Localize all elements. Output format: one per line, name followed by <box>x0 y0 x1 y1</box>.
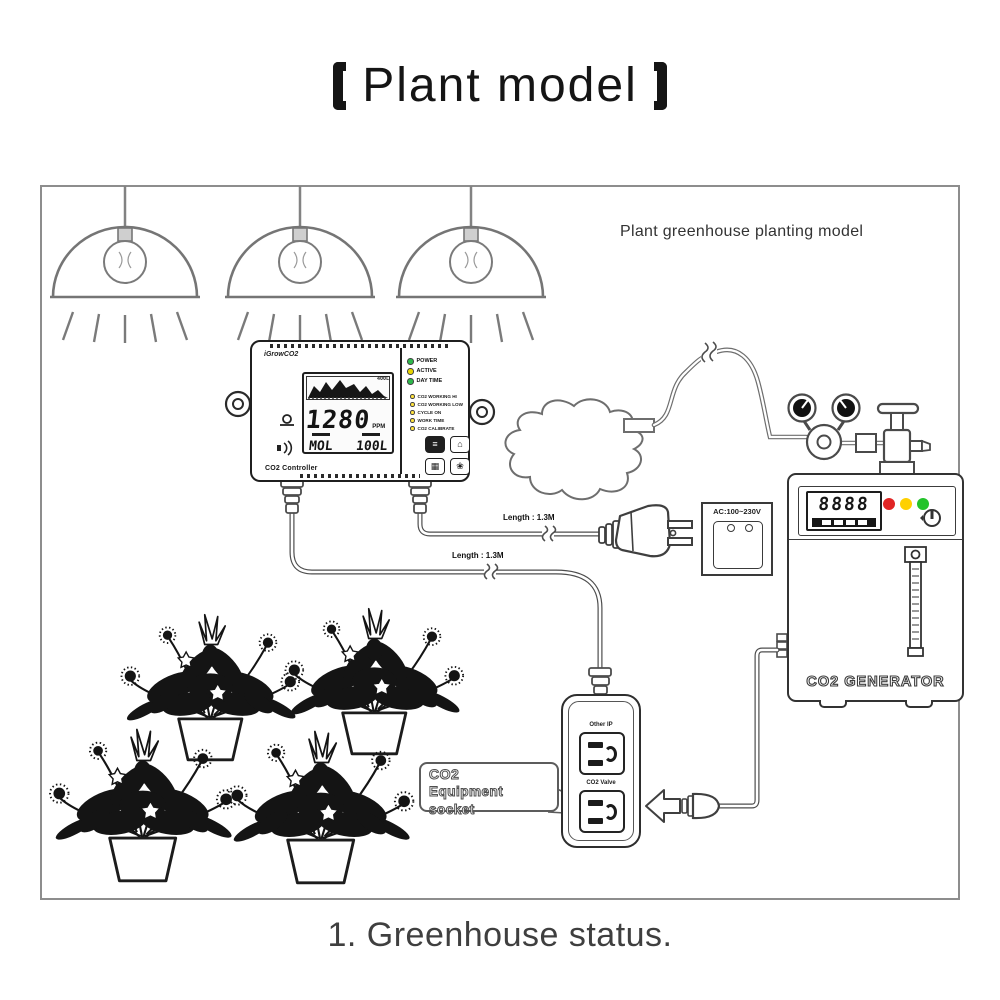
potted-plant-2 <box>284 607 465 756</box>
generator-green-led-icon <box>917 498 929 510</box>
grow-lamp-2 <box>223 184 377 345</box>
generator-foot-right <box>905 700 933 708</box>
controller-name: CO2 Controller <box>265 465 318 472</box>
callout-line1: CO2 <box>429 766 460 783</box>
controller-output-cable <box>289 511 603 675</box>
socket-hole-left <box>727 524 735 532</box>
grow-lamp-1 <box>48 184 202 345</box>
grow-lamp-3 <box>394 184 548 345</box>
cable-length-label-a: Length : 1.3M <box>503 513 555 522</box>
buzzer-icon <box>277 440 293 456</box>
home-button: ⌂ <box>450 436 470 453</box>
generator-control-panel: 8888 <box>798 486 956 536</box>
lcd-ppm-unit: PPM <box>372 424 386 430</box>
socket-hole-right <box>745 524 753 532</box>
generator-name: CO2 GENERATOR <box>806 673 945 690</box>
led-power: POWER <box>407 358 437 365</box>
power-led-icon <box>407 358 414 365</box>
sub-led-icon <box>410 394 415 399</box>
controller-logo: iGrowCO2 <box>264 351 299 358</box>
wall-socket: AC:100~230V <box>701 502 773 576</box>
upper-outlet-label: Other IP <box>589 722 613 728</box>
sub-led-3: CYCLE ON <box>410 410 441 415</box>
outlet-slot <box>588 818 603 824</box>
co2-equipment-socket-callout: CO2 Equipment socket <box>419 762 559 818</box>
controller-vent-bottom <box>300 474 420 478</box>
insert-arrow-icon <box>645 789 681 823</box>
led-daytime: DAY TIME <box>407 378 442 385</box>
cable-grommets <box>280 479 612 695</box>
controller-lcd: 400L 1280 PPM MOL 100L <box>302 372 394 454</box>
page-title: Plant model <box>0 58 1000 115</box>
outlet-slot <box>588 742 603 748</box>
controller-buttons: ≡ ⌂ ▦ ❀ <box>425 436 470 475</box>
daytime-led-icon <box>407 378 414 385</box>
lcd-bottom-right-value: 100L <box>354 439 388 454</box>
cable-length-label-b: Length : 1.3M <box>452 551 504 560</box>
lower-outlet <box>579 790 625 833</box>
sub-led-2: CO2 WORKING LOW <box>410 402 463 407</box>
lower-outlet-label: CO2 Valve <box>586 780 616 786</box>
sub-led-icon <box>410 418 415 423</box>
generator-foot-left <box>819 700 847 708</box>
equipment-plug-icon <box>681 792 721 820</box>
generator-knob-icon <box>920 509 941 527</box>
co2-generator: 8888 CO2 GENERATOR <box>787 473 964 708</box>
sub-led-1: CO2 WORKING HI <box>410 394 457 399</box>
lcd-graph-label: 400L <box>376 376 389 382</box>
generator-red-led-icon <box>883 498 895 510</box>
controller-vent-top <box>270 344 450 348</box>
sub-led-icon <box>410 410 415 415</box>
upper-outlet <box>579 732 625 775</box>
co2-regulator <box>787 393 931 475</box>
flow-meter <box>904 546 927 657</box>
sub-led-5: CO2 CALIBRATE <box>410 426 454 431</box>
active-led-icon <box>407 368 414 375</box>
generator-display-value: 8888 <box>817 494 871 515</box>
mode-button: ▦ <box>425 458 445 475</box>
generator-power-cord <box>715 633 788 809</box>
scene-caption: Plant greenhouse planting model <box>620 223 864 240</box>
outlet-ground-icon <box>604 804 617 820</box>
lcd-co2-graph <box>306 376 390 400</box>
co2-tube <box>651 341 809 440</box>
right-lenticular-bracket-icon <box>653 61 667 110</box>
title-text: Plant model <box>362 59 638 112</box>
lcd-ppm-value: 1280 <box>304 405 372 434</box>
outlet-slot <box>588 800 603 806</box>
lcd-bottom-left-value: MOL <box>308 439 334 454</box>
co2-cloud <box>504 398 655 501</box>
plant-button: ❀ <box>450 458 470 475</box>
sub-led-icon <box>410 402 415 407</box>
wall-socket-face <box>713 521 763 569</box>
generator-panel-divider <box>789 539 962 540</box>
outlet-ground-icon <box>604 746 617 762</box>
controller-divider <box>400 348 402 474</box>
menu-button: ≡ <box>425 436 445 453</box>
power-plug-icon <box>598 504 693 558</box>
generator-display: 8888 <box>806 491 882 531</box>
hanger-hook-icon <box>280 414 294 426</box>
sub-led-4: WORK TIME <box>410 418 444 423</box>
footer-caption: 1. Greenhouse status. <box>327 916 673 954</box>
left-lenticular-bracket-icon <box>333 61 347 110</box>
led-active: ACTIVE <box>407 368 437 375</box>
generator-yellow-led-icon <box>900 498 912 510</box>
controller-power-cable <box>417 511 603 542</box>
power-strip-face <box>568 701 634 841</box>
wall-socket-voltage-label: AC:100~230V <box>713 507 761 516</box>
callout-line2: Equipment socket <box>429 784 504 818</box>
outlet-slot <box>588 760 603 766</box>
sub-led-icon <box>410 426 415 431</box>
co2-controller: iGrowCO2 400L 1280 PPM MOL 100L <box>250 340 470 482</box>
generator-button-strip <box>812 518 876 527</box>
controller-mount-ears <box>224 390 496 426</box>
equipment-power-strip: Other IP CO2 Valve <box>561 694 641 848</box>
